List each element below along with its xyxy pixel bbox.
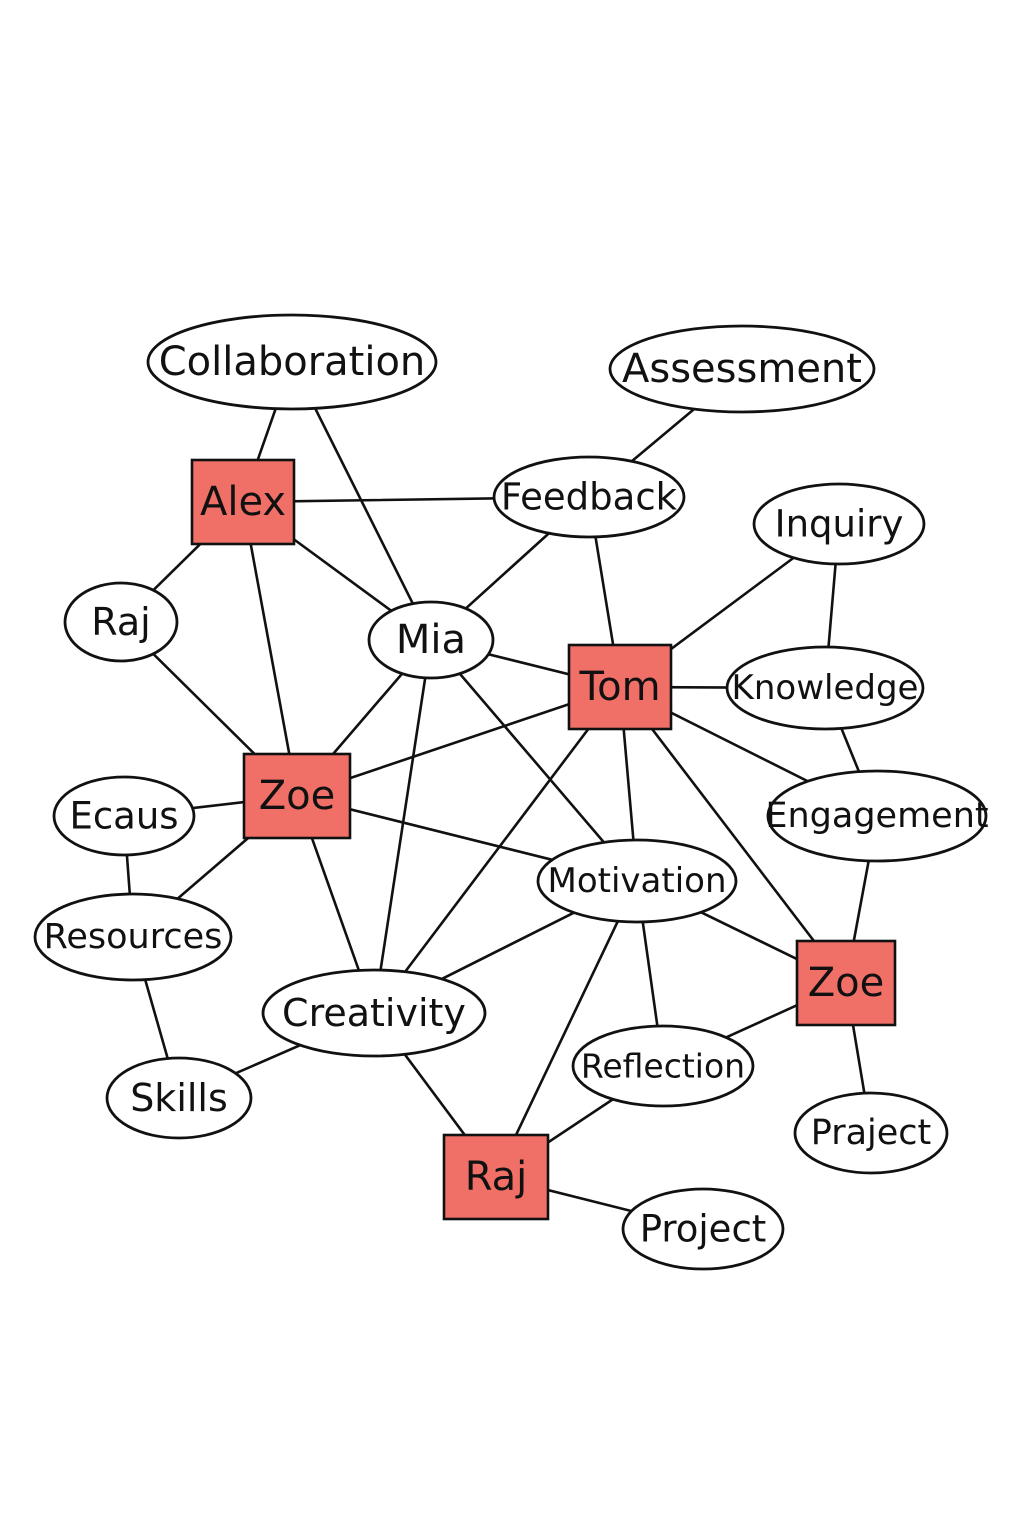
- person-box: [795, 939, 897, 1027]
- person-box: [442, 1133, 550, 1221]
- node-collaboration[interactable]: Collaboration: [146, 313, 438, 411]
- node-ecaus[interactable]: Ecaus: [52, 775, 196, 857]
- concept-ellipse: [33, 892, 233, 982]
- node-label: Skills: [130, 1076, 228, 1120]
- node-zoe-1[interactable]: Zoe: [242, 752, 352, 840]
- node-label: Resources: [44, 917, 223, 957]
- node-label: Creativity: [282, 991, 466, 1035]
- concept-ellipse: [261, 968, 487, 1058]
- node-label: Zoe: [808, 960, 884, 1006]
- node-label: Assessment: [622, 346, 862, 392]
- node-inquiry[interactable]: Inquiry: [752, 482, 926, 566]
- node-skills[interactable]: Skills: [105, 1056, 253, 1140]
- concept-ellipse: [367, 600, 495, 680]
- node-label: Praject: [811, 1113, 932, 1153]
- concept-ellipse: [536, 838, 738, 924]
- concept-ellipse: [105, 1056, 253, 1140]
- person-box: [242, 752, 352, 840]
- node-label: Reflection: [581, 1047, 745, 1086]
- node-label: Ecaus: [69, 795, 178, 838]
- node-label: Engagement: [765, 796, 988, 836]
- edge-mia-motivation: [429, 638, 639, 883]
- node-alex[interactable]: Alex: [190, 458, 296, 546]
- node-motivation[interactable]: Motivation: [536, 838, 738, 924]
- concept-ellipse: [621, 1187, 785, 1271]
- node-resources[interactable]: Resources: [33, 892, 233, 982]
- node-label: Collaboration: [159, 339, 426, 385]
- node-mia[interactable]: Mia: [367, 600, 495, 680]
- person-box: [567, 643, 673, 731]
- edge-tom-creativity: [372, 685, 622, 1015]
- concept-ellipse: [793, 1091, 949, 1175]
- person-box: [190, 458, 296, 546]
- node-tom[interactable]: Tom: [567, 643, 673, 731]
- node-raj-2[interactable]: Raj: [442, 1133, 550, 1221]
- node-feedback[interactable]: Feedback: [492, 455, 686, 539]
- concept-ellipse: [63, 581, 179, 663]
- node-reflection[interactable]: Reflection: [571, 1024, 755, 1108]
- edge-mia-creativity: [372, 638, 433, 1015]
- node-label: Project: [640, 1208, 767, 1251]
- node-label: Inquiry: [775, 503, 904, 546]
- concept-ellipse: [146, 313, 438, 411]
- edge-tom-zoe-2: [618, 685, 848, 985]
- node-label: Raj: [465, 1154, 528, 1200]
- node-label: Feedback: [501, 476, 678, 519]
- concept-ellipse: [725, 645, 925, 731]
- node-label: Motivation: [548, 861, 727, 901]
- node-project[interactable]: Project: [621, 1187, 785, 1271]
- node-label: Zoe: [259, 773, 335, 819]
- concept-ellipse: [492, 455, 686, 539]
- node-assessment[interactable]: Assessment: [608, 324, 876, 414]
- node-label: Knowledge: [732, 668, 919, 708]
- node-label: Mia: [396, 617, 466, 663]
- node-label: Tom: [578, 664, 660, 710]
- edge-motivation-raj-2: [494, 879, 639, 1179]
- node-praject[interactable]: Praject: [793, 1091, 949, 1175]
- node-creativity[interactable]: Creativity: [261, 968, 487, 1058]
- node-label: Alex: [200, 479, 286, 525]
- node-label: Raj: [91, 600, 150, 644]
- node-engagement[interactable]: Engagement: [765, 769, 989, 863]
- edge-alex-zoe-1: [241, 500, 299, 798]
- node-zoe-2[interactable]: Zoe: [795, 939, 897, 1027]
- node-knowledge[interactable]: Knowledge: [725, 645, 925, 731]
- concept-ellipse: [608, 324, 876, 414]
- concept-ellipse: [752, 482, 926, 566]
- node-raj-1[interactable]: Raj: [63, 581, 179, 663]
- concept-ellipse: [571, 1024, 755, 1108]
- concept-ellipse: [52, 775, 196, 857]
- concept-ellipse: [766, 769, 988, 863]
